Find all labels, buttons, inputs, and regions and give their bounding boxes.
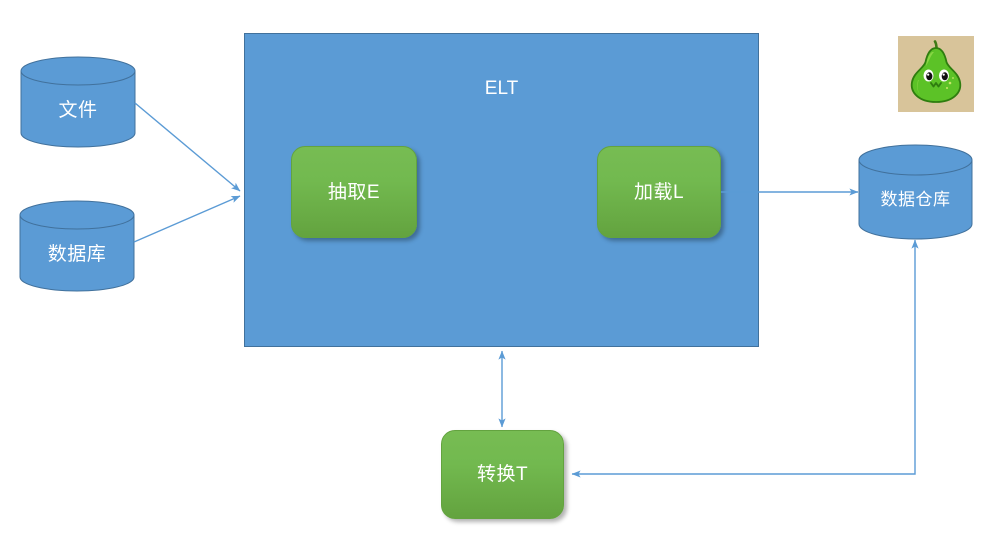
- load-box[interactable]: 加载L: [597, 146, 721, 238]
- pear-mascot-icon: [898, 36, 974, 112]
- transform-label: 转换T: [476, 464, 529, 485]
- connector-database-to-elt: [133, 195, 241, 243]
- database-cylinder[interactable]: 数据库: [19, 200, 135, 292]
- connector-file-to-elt: [134, 102, 241, 192]
- load-label: 加载L: [633, 181, 685, 203]
- transform-box[interactable]: 转换T: [441, 430, 564, 519]
- file-cylinder[interactable]: 文件: [20, 56, 136, 148]
- cylinder-shape: [19, 200, 135, 292]
- cylinder-shape: [20, 56, 136, 148]
- elt-title: ELT: [484, 78, 519, 99]
- extract-label: 抽取E: [327, 181, 381, 203]
- extract-box[interactable]: 抽取E: [291, 146, 417, 238]
- connector-warehouse-to-transform: [571, 239, 919, 478]
- cylinder-shape: [858, 144, 973, 240]
- pear-mascot-svg: [898, 36, 974, 112]
